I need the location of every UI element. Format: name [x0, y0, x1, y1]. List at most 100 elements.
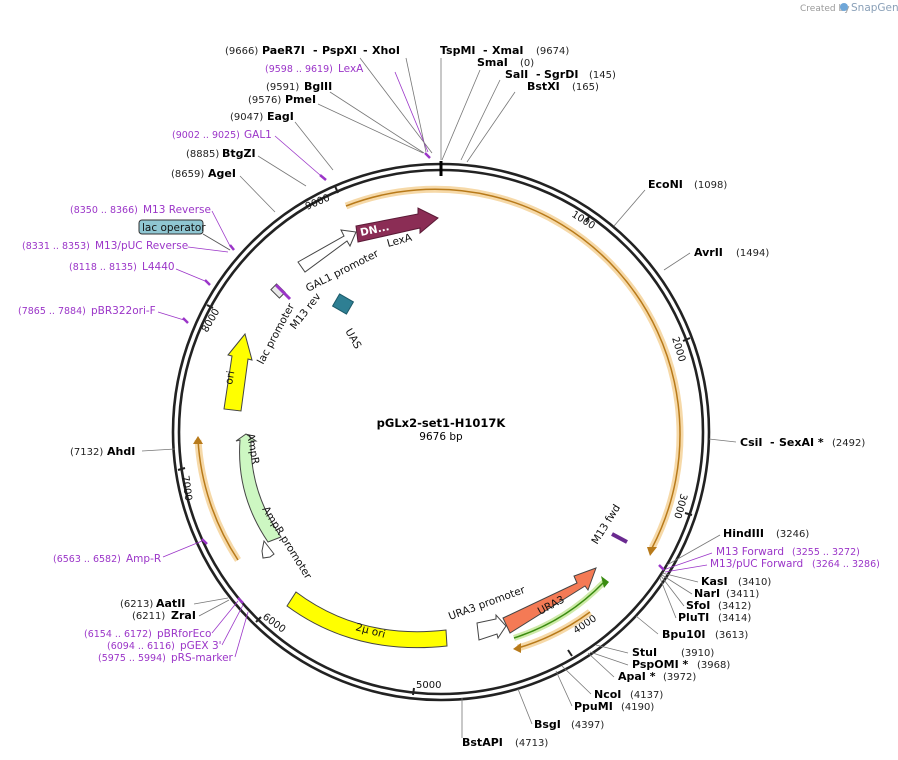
leader-line: [561, 665, 592, 695]
enzyme-pos: (1098): [694, 180, 727, 191]
enzyme-pos: (6213): [120, 599, 153, 610]
primer-name[interactable]: L4440: [142, 261, 175, 273]
ura3-feature[interactable]: [502, 567, 597, 634]
leader-line: [211, 210, 231, 247]
enzyme-name[interactable]: PluTI: [678, 611, 709, 624]
primer-name[interactable]: LexA: [338, 63, 364, 75]
enzyme-name[interactable]: BtgZI: [222, 147, 256, 160]
enzyme-name[interactable]: Bpu10I: [662, 628, 706, 641]
primer-range: (9002 .. 9025): [172, 130, 240, 141]
snapgene-branding: Created by SnapGene: [800, 2, 898, 14]
enzyme-dash: -: [313, 44, 318, 57]
gal1-promoter-feature[interactable]: [297, 229, 357, 273]
enzyme-pos: (3613): [715, 630, 748, 641]
enzyme-pos: (8885): [186, 149, 219, 160]
enzyme-name[interactable]: HindIII: [723, 527, 764, 540]
enzyme-name[interactable]: EagI: [267, 110, 294, 123]
enzyme-name[interactable]: BstAPI: [462, 736, 503, 749]
leader-line: [257, 155, 307, 187]
enzyme-name[interactable]: AgeI: [208, 167, 236, 180]
primer-range: (9598 .. 9619): [265, 64, 333, 75]
primer-name[interactable]: pBRforEco: [157, 628, 211, 640]
primer-name[interactable]: M13/pUC Forward: [710, 558, 803, 570]
enzyme-name[interactable]: KasI: [701, 575, 728, 588]
enzyme-name[interactable]: SmaI: [477, 56, 508, 69]
ori-feature[interactable]: [223, 332, 253, 412]
enzyme-name[interactable]: ZraI: [171, 609, 196, 622]
enzyme-name[interactable]: NarI: [694, 587, 720, 600]
enzyme-name[interactable]: SexAI *: [779, 436, 824, 449]
primer-range: (6563 .. 6582): [53, 554, 121, 565]
primer-mark-lexa: [424, 152, 431, 159]
enzyme-name[interactable]: CsiI: [740, 436, 762, 449]
enzyme-dash: -: [536, 68, 541, 81]
leader-line: [162, 540, 203, 558]
leader-line: [587, 652, 615, 678]
enzyme-dash: -: [363, 44, 368, 57]
leader-lines: [141, 57, 737, 738]
m13-fwd-feature[interactable]: [611, 532, 628, 544]
uas-feature[interactable]: [331, 293, 355, 315]
leader-line: [141, 448, 176, 452]
leader-line: [221, 604, 244, 646]
enzyme-name[interactable]: BsgI: [534, 718, 561, 731]
leader-line: [663, 252, 691, 271]
primer-name[interactable]: M13 Reverse: [143, 204, 211, 216]
enzyme-name[interactable]: SalI: [505, 68, 528, 81]
enzyme-pos: (4137): [630, 690, 663, 701]
enzyme-pos: (9047): [230, 112, 263, 123]
enzyme-name[interactable]: XmaI: [492, 44, 523, 57]
enzyme-pos: (8659): [171, 169, 204, 180]
tick-label-9000: 9000: [304, 193, 332, 213]
primer-name[interactable]: pBR322ori-F: [91, 305, 156, 317]
leader-line: [274, 135, 321, 176]
enzyme-name[interactable]: EcoNI: [648, 178, 683, 191]
tick-mark: [177, 467, 186, 471]
primer-name[interactable]: GAL1: [244, 129, 272, 141]
enzyme-name[interactable]: AatII: [156, 597, 185, 610]
enzyme-name[interactable]: SgrDI: [544, 68, 578, 81]
enzyme-name[interactable]: PaeR7I: [262, 44, 305, 57]
primer-marks: [182, 152, 665, 604]
enzyme-pos: (9591): [266, 82, 299, 93]
enzyme-name[interactable]: NcoI: [594, 688, 621, 701]
ura3-promoter-feature[interactable]: [476, 613, 507, 641]
primer-name[interactable]: Amp-R: [126, 553, 161, 565]
enzyme-name[interactable]: XhoI: [372, 44, 400, 57]
enzyme-name[interactable]: PpuMI: [574, 700, 613, 713]
enzyme-pos: (2492): [832, 438, 865, 449]
orf-arc-2-line: [197, 439, 239, 561]
lexa-feature[interactable]: [355, 207, 439, 243]
primer-name[interactable]: pRS-marker: [171, 652, 234, 664]
two-micron-ori-feature[interactable]: [286, 591, 448, 649]
plasmid-name: pGLx2-set1-H1017K: [377, 416, 507, 430]
enzyme-name[interactable]: PmeI: [285, 93, 316, 106]
enzyme-name[interactable]: ApaI *: [618, 670, 656, 683]
enzyme-pos: (9576): [248, 95, 281, 106]
enzyme-pos: (3411): [726, 589, 759, 600]
enzyme-name[interactable]: TspMI: [440, 44, 476, 57]
enzyme-labels: (9666) PaeR7I - PspXI - XhoI TspMI - Xma…: [70, 44, 865, 749]
lac-operator-feature[interactable]: [138, 219, 204, 235]
lac-operator-leader: [202, 233, 231, 251]
enzyme-name[interactable]: StuI: [632, 646, 657, 659]
primer-mark-m13-reverse: [229, 244, 235, 251]
enzyme-pos: (9674): [536, 46, 569, 57]
leader-line: [329, 91, 425, 154]
enzyme-name[interactable]: BglII: [304, 80, 332, 93]
green-orf-arrowhead: [601, 576, 609, 588]
primer-mark-pbr322ori: [182, 317, 189, 324]
enzyme-name[interactable]: PspXI: [322, 44, 357, 57]
ampr-feature[interactable]: [235, 433, 282, 543]
enzyme-name[interactable]: SfoI: [686, 599, 710, 612]
enzyme-name[interactable]: BstXI: [527, 80, 560, 93]
leader-line: [661, 572, 699, 583]
enzyme-name[interactable]: PspOMI *: [632, 658, 689, 671]
primer-name[interactable]: M13 Forward: [716, 546, 784, 558]
primer-name[interactable]: M13/pUC Reverse: [95, 240, 188, 252]
enzyme-name[interactable]: AvrII: [694, 246, 723, 259]
ampr-promoter-feature[interactable]: [261, 539, 275, 559]
primer-name[interactable]: pGEX 3': [180, 640, 222, 652]
orf-arc-1-arrowhead: [647, 547, 657, 556]
enzyme-name[interactable]: AhdI: [107, 445, 135, 458]
